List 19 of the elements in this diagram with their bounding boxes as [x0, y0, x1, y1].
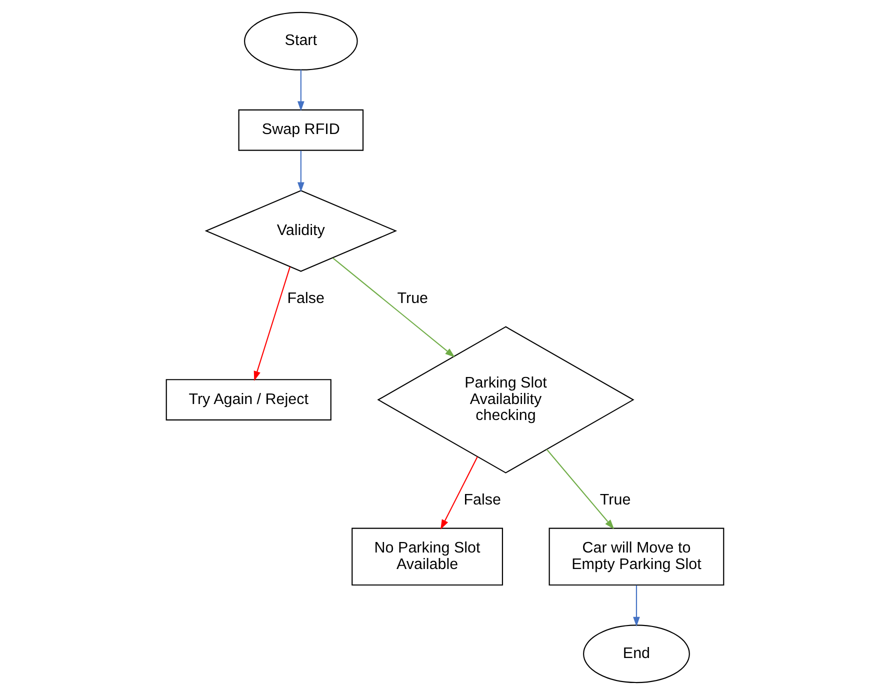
node-box: Swap RFID	[238, 109, 364, 151]
arrow	[297, 150, 304, 192]
arrow	[440, 456, 478, 530]
node-box: No Parking Slot Available	[352, 528, 504, 586]
arrow	[254, 266, 290, 381]
arrow	[332, 258, 455, 358]
node-box: Car will Move to Empty Parking Slot	[548, 528, 724, 586]
node-diamond: Parking Slot Availability checking	[377, 326, 634, 474]
edge-label: False	[464, 492, 502, 509]
edge-label: False	[287, 290, 325, 308]
arrow	[297, 70, 304, 112]
node-ellipse: Start	[244, 12, 358, 70]
node-ellipse: End	[583, 624, 690, 684]
arrow	[546, 449, 614, 530]
edge-label: True	[600, 492, 631, 509]
edge-label: True	[397, 290, 428, 308]
node-box: Try Again / Reject	[166, 379, 332, 420]
node-diamond: Validity	[204, 190, 398, 272]
arrow	[633, 585, 640, 627]
